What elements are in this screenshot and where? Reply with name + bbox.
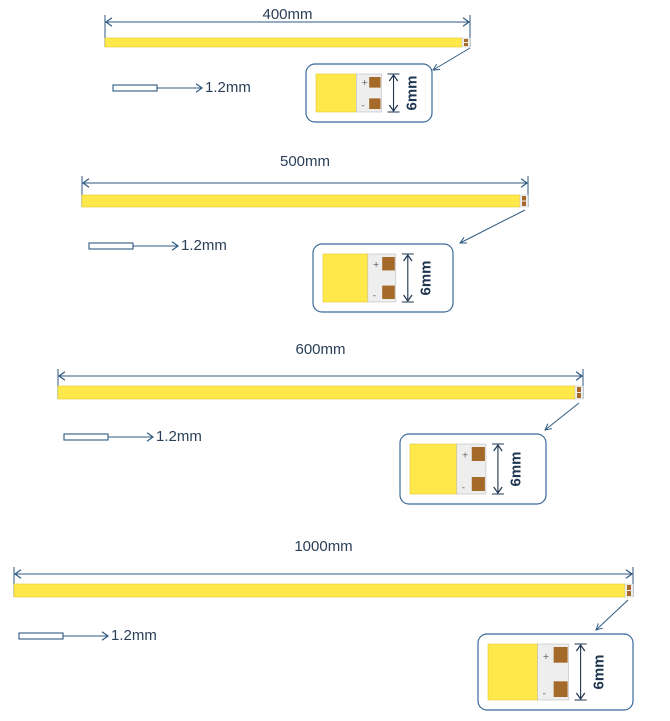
callout-pad-positive [553,647,568,663]
thickness-profile [88,242,134,250]
leader-arrow-head [432,63,441,71]
strip-400-group: +- [104,15,471,123]
led-strip [57,385,576,400]
thickness-arrow-head [101,631,110,641]
callout-led-strip [409,443,458,495]
callout-pad-negative [382,285,395,299]
length-label: 500mm [279,153,331,170]
leader-line [544,402,580,431]
led-strip [104,37,463,48]
callout-led-strip [315,73,357,113]
dimension-arrow-right [575,371,584,381]
width-arrow-down [493,486,503,495]
thickness-label: 1.2mm [181,237,227,254]
callout-pad-positive [369,77,381,88]
width-arrow-down [575,692,586,701]
dimension-arrow-left [81,178,90,188]
dimension-arrow-right [462,17,471,27]
strip-end-pad-bottom [522,201,526,206]
length-label: 400mm [262,6,313,23]
width-label: 6mm [590,654,608,690]
thickness-arrow-head [171,241,180,251]
callout-led-strip [487,643,538,701]
strip-1000-group: +- [13,567,634,711]
callout-pad-negative [553,681,568,697]
strip-end-pad-top [522,196,526,201]
leader-line [459,209,526,244]
width-label: 6mm [417,260,435,296]
width-arrow-down [388,104,399,113]
width-arrow-up [575,643,586,652]
strip-end-pad-bottom [464,43,468,46]
strip-end-board [461,37,471,48]
thickness-label: 1.2mm [156,428,202,445]
leader-arrow-head [595,623,603,631]
dimension-arrow-right [625,569,634,579]
dimension-arrow-left [57,371,66,381]
width-label: 6mm [507,451,525,487]
plus-sign: + [373,260,380,269]
thickness-label: 1.2mm [111,627,157,644]
strip-end-pad-top [464,39,468,42]
thickness-arrow-head [146,432,155,442]
callout-pad-negative [369,98,381,109]
thickness-profile [18,632,64,640]
dimension-arrow-left [13,569,22,579]
callout-pad-positive [471,447,485,461]
dimension-arrow-left [104,17,113,27]
thickness-arrow-head [195,83,204,93]
minus-sign: - [543,689,546,699]
strip-end-pad-bottom [627,591,631,596]
width-arrow-up [388,73,399,82]
minus-sign: - [373,291,376,301]
minus-sign: - [361,101,364,111]
callout-pad-positive [382,257,395,271]
strip-end-pad-top [577,387,581,392]
width-label: 6mm [403,75,421,111]
plus-sign: + [462,451,469,460]
length-label: 600mm [295,341,346,358]
strip-end-board [574,385,584,400]
minus-sign: - [462,483,465,493]
thickness-profile [63,433,109,441]
width-arrow-up [493,443,503,452]
width-arrow-up [403,253,413,262]
callout-pad-negative [471,477,485,491]
leader-line [595,599,629,631]
plus-sign: + [361,78,368,87]
strip-end-board [624,583,634,598]
leader-arrow-head [544,423,552,431]
callout-led-strip [322,253,369,303]
thickness-profile [112,84,158,92]
strip-end-pad-bottom [577,393,581,398]
led-strip [81,194,521,208]
width-arrow-down [403,294,413,303]
leader-line [432,47,471,71]
strip-500-group: +- [81,176,529,313]
thickness-label: 1.2mm [205,79,251,96]
strip-end-board [519,194,529,208]
length-label: 1000mm [294,538,353,555]
dimension-arrow-right [520,178,529,188]
strip-600-group: +- [57,369,584,505]
strip-end-pad-top [627,585,631,590]
plus-sign: + [543,652,550,661]
leader-arrow-head [459,237,468,244]
led-strip [13,583,626,598]
